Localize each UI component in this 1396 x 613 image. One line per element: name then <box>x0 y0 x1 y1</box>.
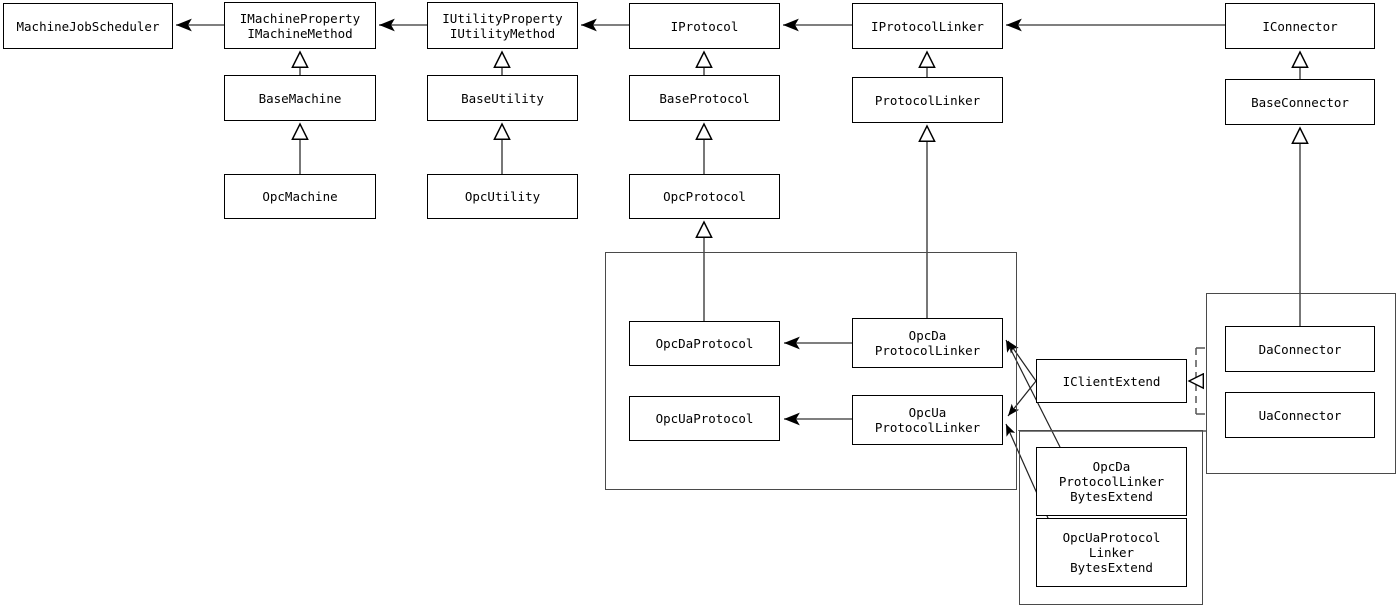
class-label: IUtilityProperty IUtilityMethod <box>442 10 563 41</box>
class-label: IClientExtend <box>1062 373 1161 389</box>
class-box-base-connector[interactable]: BaseConnector <box>1225 79 1375 125</box>
class-box-opc-da-protocol-linker[interactable]: OpcDa ProtocolLinker <box>852 318 1003 368</box>
class-label: OpcMachine <box>262 189 338 204</box>
class-label: OpcUaProtocol Linker BytesExtend <box>1062 530 1161 575</box>
class-label: IProtocolLinker <box>871 18 984 34</box>
class-label: OpcDa ProtocolLinker <box>874 328 981 358</box>
group-connector-package <box>1206 293 1396 474</box>
class-label: OpcUaProtocol <box>655 411 754 426</box>
class-box-da-connector[interactable]: DaConnector <box>1225 326 1375 372</box>
class-label: OpcDaProtocol <box>655 336 754 351</box>
class-label: OpcProtocol <box>663 189 746 204</box>
class-label: BaseConnector <box>1251 94 1349 110</box>
class-label: IMachineProperty IMachineMethod <box>239 10 361 41</box>
class-box-opc-da-protocol[interactable]: OpcDaProtocol <box>629 321 780 366</box>
class-box-base-machine[interactable]: BaseMachine <box>224 75 376 121</box>
class-label: UaConnector <box>1258 407 1342 423</box>
class-label: DaConnector <box>1258 341 1342 357</box>
class-box-opc-protocol[interactable]: OpcProtocol <box>629 174 780 219</box>
class-box-opc-ua-protocol-linker[interactable]: OpcUa ProtocolLinker <box>852 395 1003 445</box>
class-label: BaseProtocol <box>659 90 750 106</box>
class-box-opc-ua-protocol[interactable]: OpcUaProtocol <box>629 396 780 441</box>
class-label: IProtocol <box>670 18 739 34</box>
class-box-opc-ua-protocol-linker-bytes-extend[interactable]: OpcUaProtocol Linker BytesExtend <box>1036 518 1187 587</box>
class-box-base-utility[interactable]: BaseUtility <box>427 75 578 121</box>
class-box-base-protocol[interactable]: BaseProtocol <box>629 75 780 121</box>
class-box-machine-job-scheduler[interactable]: MachineJobScheduler <box>3 3 173 49</box>
class-label: MachineJobScheduler <box>16 18 160 34</box>
class-box-iutility-property[interactable]: IUtilityProperty IUtilityMethod <box>427 2 578 49</box>
class-label: BaseUtility <box>461 90 544 106</box>
class-box-protocol-linker[interactable]: ProtocolLinker <box>852 77 1003 123</box>
class-label: OpcDa ProtocolLinker BytesExtend <box>1058 459 1165 504</box>
class-label: BaseMachine <box>258 90 342 106</box>
class-label: ProtocolLinker <box>874 92 981 108</box>
group-protocol-package <box>605 252 1017 490</box>
class-box-opc-machine[interactable]: OpcMachine <box>224 174 376 219</box>
class-label: OpcUa ProtocolLinker <box>874 405 981 435</box>
class-box-iprotocol[interactable]: IProtocol <box>629 3 780 49</box>
class-box-imachine-property[interactable]: IMachineProperty IMachineMethod <box>224 2 376 49</box>
class-box-iconnector[interactable]: IConnector <box>1225 3 1375 49</box>
class-box-iclient-extend[interactable]: IClientExtend <box>1036 359 1187 403</box>
class-label: IConnector <box>1262 18 1338 34</box>
class-box-ua-connector[interactable]: UaConnector <box>1225 392 1375 438</box>
class-box-iprotocol-linker[interactable]: IProtocolLinker <box>852 3 1003 49</box>
class-label: OpcUtility <box>464 189 541 204</box>
class-box-opc-utility[interactable]: OpcUtility <box>427 174 578 219</box>
class-box-opc-da-protocol-linker-bytes-extend[interactable]: OpcDa ProtocolLinker BytesExtend <box>1036 447 1187 516</box>
